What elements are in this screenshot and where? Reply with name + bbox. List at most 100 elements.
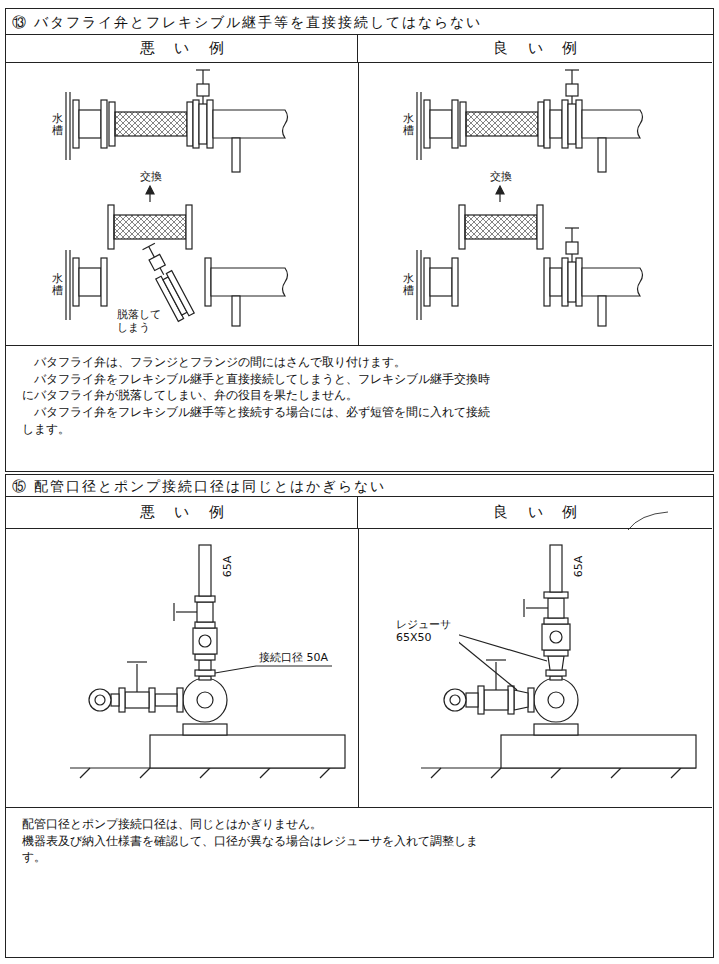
size-label: 65A [221, 555, 234, 579]
bad-piping-top-part [232, 138, 240, 172]
bad-piping-bottom-part [186, 205, 192, 249]
good-piping-top-part [566, 84, 578, 96]
action-label: 交換 [139, 170, 163, 183]
bad-pump-piping-part [199, 545, 211, 596]
bad-pump-piping-part [195, 654, 215, 660]
pump-base-good-part [534, 678, 578, 722]
pump-base-bad-part [197, 692, 213, 708]
good-pump-piping-part [484, 690, 508, 710]
good-pump-piping-part [550, 545, 562, 592]
good-pump-piping-part [486, 659, 506, 660]
pump-base-good-part [551, 768, 561, 778]
bad-pump-piping-part [256, 665, 332, 666]
bad-pump-piping-part [193, 628, 217, 654]
action-label: 交換 [489, 170, 513, 183]
bad-pump-piping [89, 545, 332, 712]
bad-pump-piping-part [111, 694, 119, 706]
good-piping-bottom-part [598, 296, 606, 326]
bad-pump-piping-part [119, 688, 125, 712]
good-piping-bottom-part [571, 228, 572, 242]
panel-divider [358, 62, 359, 808]
bad-pump-piping-part [199, 635, 211, 647]
good-pump-piping-part [548, 598, 564, 618]
bad-pump-piping-part [149, 688, 155, 712]
explanation-text: 機器表及び納入仕様書を確認して、口径が異なる場合はレジューサを入れて調整します。 [22, 833, 492, 866]
bad-piping-top-part [199, 104, 207, 144]
good-pump-piping [444, 545, 570, 714]
bad-piping-top-part [73, 100, 79, 148]
bad-piping-bottom-part-part [149, 247, 155, 258]
good-piping-bottom-part [424, 258, 430, 306]
good-pump-piping-part [495, 662, 496, 690]
good-piping-top-part [571, 70, 572, 84]
good-pump-piping-part [444, 689, 466, 711]
bad-piping-top [66, 70, 288, 172]
header-cell: 良い例 [358, 35, 712, 63]
explanation-text: 配管口径とポンプ接続口径は、同じとはかぎりません。 [22, 816, 492, 833]
bad-piping-top-part [65, 92, 66, 160]
bad-pump-piping-part [197, 602, 213, 622]
bad-pump-piping-part [125, 692, 149, 708]
pump-base-bad-part [200, 768, 210, 778]
bad-piping-top-part [115, 112, 187, 136]
pump-base-bad-part [177, 688, 183, 712]
bad-piping-bottom-part-part [160, 268, 164, 275]
good-piping-bottom-part [420, 250, 421, 320]
pump-base-bad-part [195, 670, 215, 676]
good-piping-top-part [571, 96, 572, 104]
section-panel: ⑮ 配管口径とポンプ接続口径は同じとはかぎらない悪い例良い例配管口径とポンプ接続… [5, 474, 714, 958]
pump-base-good-part [528, 688, 534, 712]
example-heading: 悪い例 [140, 39, 244, 58]
good-pump-piping-part [450, 695, 460, 705]
pump-base-bad [70, 670, 345, 778]
pump-base-bad-part [183, 724, 227, 735]
good-piping-bottom-part [496, 186, 504, 194]
good-piping-top-part [430, 110, 452, 138]
bad-piping-bottom-part-part [166, 271, 194, 316]
header-cell: 悪い例 [6, 35, 358, 63]
good-piping-bottom-part [537, 205, 543, 249]
good-piping-top-part [420, 92, 421, 160]
explanation-text: バタフライ弁は、フランジとフランジの間にはさんで取り付けます。 [22, 354, 492, 371]
good-pump-piping-part [542, 624, 570, 650]
bad-piping-top-part [69, 92, 70, 160]
pump-base-good-part [431, 768, 441, 778]
good-pump-piping-part [478, 686, 484, 714]
good-piping-bottom-part [544, 258, 550, 306]
panel-divider-part [358, 62, 359, 345]
good-piping-top-part [598, 138, 606, 172]
bad-piping-bottom-part-part [149, 254, 165, 270]
good-piping-bottom-part [565, 227, 579, 228]
bad-piping-top-part [207, 100, 213, 148]
pump-base-bad-part [260, 768, 270, 778]
bad-piping-bottom-part [65, 250, 66, 320]
bad-piping-bottom-part [146, 186, 154, 194]
good-piping-top-part [562, 100, 568, 148]
pump-base-good [421, 670, 696, 778]
good-pump-piping-part [548, 656, 564, 670]
size-label: 接続口径 50A [258, 651, 329, 664]
bad-pump-piping-part [136, 664, 137, 692]
explanation-text: バタフライ弁をフレキシブル継手等と接続する場合には、必ず短管を間に入れて接続しま… [22, 404, 492, 437]
header-cell: 良い例 [358, 497, 712, 529]
section-title: ⑮ 配管口径とポンプ接続口径は同じとはかぎらない [6, 475, 713, 497]
bad-pump-piping-part [195, 596, 215, 602]
good-piping-top-part [568, 104, 576, 144]
section-panel: ⑬ バタフライ弁とフレキシブル継手等を直接接続してはならない悪い例良い例バタフラ… [5, 8, 714, 472]
bad-piping-bottom-part [205, 258, 211, 306]
bad-pump-piping-part [199, 660, 211, 670]
bad-piping-top-part [196, 69, 210, 70]
pump-base-good-part [548, 692, 564, 708]
bad-pump-piping-part [155, 694, 177, 706]
good-piping-top-part [582, 110, 643, 138]
bad-pump-piping-part [127, 661, 147, 662]
bad-piping-top-part [213, 110, 288, 138]
pump-base-good-part [546, 670, 566, 676]
bad-piping-top-part [193, 100, 199, 148]
pencil-mark [628, 512, 668, 530]
bad-piping-bottom-part [101, 258, 107, 306]
bad-piping-top-part [101, 100, 107, 148]
good-piping-top-part [466, 112, 538, 136]
good-pump-piping-part [544, 650, 568, 656]
tank-label: 水槽 [403, 272, 414, 298]
